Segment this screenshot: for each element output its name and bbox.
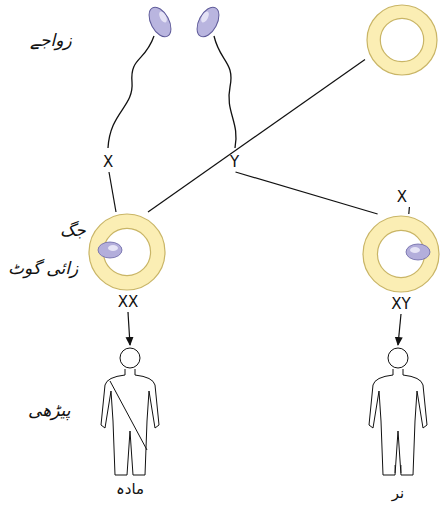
zygote-cell-shape xyxy=(88,212,168,292)
male-figure: نر xyxy=(358,345,438,503)
sperm-gamete-shape xyxy=(190,2,260,152)
egg-gamete: X xyxy=(365,2,439,207)
gametes-label: زواجے xyxy=(30,28,72,52)
node-text: Y xyxy=(190,152,260,172)
node-text: X xyxy=(365,187,439,207)
cross-line xyxy=(236,172,378,214)
zygote-label: زائی گوٹ xyxy=(8,256,78,280)
node-text: XX xyxy=(88,292,168,312)
node-text: X xyxy=(90,152,185,172)
zygote-cell: XX xyxy=(88,212,168,312)
node-text: مادہ xyxy=(85,479,175,499)
node-text: نر xyxy=(358,483,438,503)
zygote-cell-shape xyxy=(362,214,440,294)
zygote-cell: XY xyxy=(362,214,440,314)
down-arrow xyxy=(398,314,401,345)
cross-line xyxy=(109,172,116,212)
sperm-gamete-shape xyxy=(90,2,185,152)
male-figure-shape xyxy=(358,345,438,483)
egg-gamete-shape xyxy=(365,2,439,187)
down-arrow xyxy=(128,312,130,345)
female-figure-shape xyxy=(85,345,175,479)
generation-label: پیڑھی xyxy=(28,398,70,422)
cross-line xyxy=(148,59,365,212)
female-figure: مادہ xyxy=(85,345,175,499)
sperm-gamete: Y xyxy=(190,2,260,172)
node-text: XY xyxy=(362,294,440,314)
zygote-label-part: جگ xyxy=(60,218,86,242)
sperm-gamete: X xyxy=(90,2,185,172)
cross-line xyxy=(408,207,410,214)
